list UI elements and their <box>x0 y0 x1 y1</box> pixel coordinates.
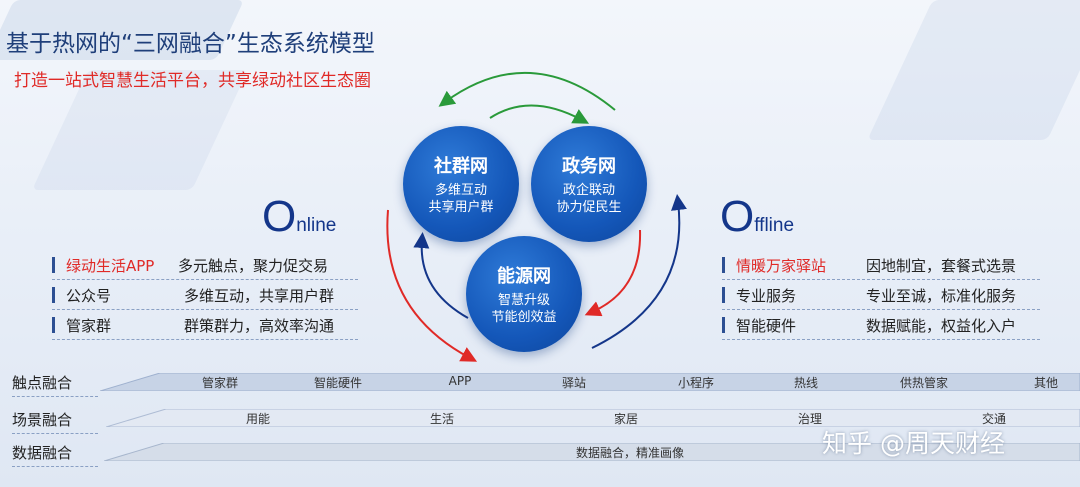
scene-item: 用能 <box>245 412 271 426</box>
offline-row-label: 专业服务 <box>736 287 797 305</box>
offline-row: 专业服务 专业至诚，标准化服务 <box>722 282 1040 310</box>
online-row: 管家群 群策群力，高效率沟通 <box>52 312 358 340</box>
online-row-label: 管家群 <box>66 317 112 335</box>
energy-network-line2: 节能创效益 <box>491 310 557 325</box>
row-marker <box>52 317 55 333</box>
inner-red-arrow <box>584 229 642 317</box>
row-divider <box>52 339 358 340</box>
social-network-title: 社群网 <box>434 156 488 177</box>
outer-navy-arrow <box>591 194 687 349</box>
social-network-line2: 共享用户群 <box>428 200 494 215</box>
outer-red-arrow <box>386 209 478 362</box>
layer-divider <box>12 433 98 434</box>
row-divider <box>52 279 358 280</box>
row-marker <box>722 287 725 303</box>
online-heading-rest: nline <box>296 215 337 236</box>
energy-network-circle: 能源网 智慧升级 节能创效益 <box>466 236 582 352</box>
layer-label-scene: 场景融合 <box>12 411 73 429</box>
row-divider <box>722 279 1040 280</box>
offline-row-label: 智能硬件 <box>736 317 797 335</box>
online-row-label: 公众号 <box>66 287 112 305</box>
page-subtitle: 打造一站式智慧生活平台，共享绿动社区生态圈 <box>14 71 371 91</box>
touchpoint-item: 智能硬件 <box>313 376 363 390</box>
offline-row-desc: 数据赋能，权益化入户 <box>866 317 1017 335</box>
energy-network-line1: 智慧升级 <box>497 293 550 308</box>
inner-navy-arrow <box>413 232 469 319</box>
touchpoint-item: 小程序 <box>677 376 715 390</box>
online-heading: Online <box>262 192 336 242</box>
row-divider <box>52 309 358 310</box>
gov-network-title: 政务网 <box>562 156 616 177</box>
layer-label-touchpoint: 触点融合 <box>12 374 73 392</box>
layer-divider <box>12 466 98 467</box>
layer-label-data: 数据融合 <box>12 444 73 462</box>
online-initial: O <box>262 192 297 241</box>
row-marker <box>722 317 725 333</box>
page-title: 基于热网的“三网融合”生态系统模型 <box>6 31 375 57</box>
row-marker <box>52 257 55 273</box>
touchpoint-item: 其他 <box>1033 376 1059 390</box>
row-marker <box>52 287 55 303</box>
row-divider <box>722 309 1040 310</box>
offline-row: 情暖万家驿站 因地制宜，套餐式选景 <box>722 252 1040 280</box>
data-band: 数据融合，精准画像 <box>104 443 1080 461</box>
offline-row-desc: 专业至诚，标准化服务 <box>866 287 1017 305</box>
gov-network-line1: 政企联动 <box>562 183 615 198</box>
gov-network-line2: 协力促民生 <box>556 200 622 215</box>
row-divider <box>722 339 1040 340</box>
scene-item: 交通 <box>981 412 1007 426</box>
data-item: 数据融合，精准画像 <box>575 446 685 460</box>
scene-item: 治理 <box>797 412 823 426</box>
inner-green-arrow <box>489 104 590 124</box>
scene-item: 生活 <box>429 412 455 426</box>
offline-row: 智能硬件 数据赋能，权益化入户 <box>722 312 1040 340</box>
online-row-label: 绿动生活APP <box>66 257 155 275</box>
touchpoint-item: APP <box>448 374 472 388</box>
online-row-desc: 多元触点，聚力促交易 <box>178 257 329 275</box>
layer-divider <box>12 396 98 397</box>
touchpoint-item: 驿站 <box>561 376 587 390</box>
gov-network-circle: 政务网 政企联动 协力促民生 <box>531 126 647 242</box>
offline-row-desc: 因地制宜，套餐式选景 <box>866 257 1017 275</box>
scene-item: 家居 <box>613 412 639 426</box>
social-network-line1: 多维互动 <box>434 183 487 198</box>
outer-green-arrow <box>438 71 616 111</box>
offline-heading: Offline <box>720 192 794 242</box>
online-row-desc: 多维互动，共享用户群 <box>184 287 335 305</box>
offline-row-label: 情暖万家驿站 <box>736 257 827 275</box>
online-row: 公众号 多维互动，共享用户群 <box>52 282 358 310</box>
touchpoint-band: 管家群 智能硬件 APP 驿站 小程序 热线 供热管家 其他 <box>100 373 1080 391</box>
watermark: 知乎 @周天财经 <box>822 429 1005 458</box>
online-row-desc: 群策群力，高效率沟通 <box>184 317 335 335</box>
offline-initial: O <box>720 192 755 241</box>
energy-network-title: 能源网 <box>497 266 551 287</box>
scene-band: 用能 生活 家居 治理 交通 <box>106 409 1080 427</box>
touchpoint-item: 供热管家 <box>899 376 949 390</box>
online-row: 绿动生活APP 多元触点，聚力促交易 <box>52 252 358 280</box>
touchpoint-item: 热线 <box>793 376 819 390</box>
offline-heading-rest: ffline <box>754 215 795 236</box>
row-marker <box>722 257 725 273</box>
touchpoint-item: 管家群 <box>201 376 239 390</box>
social-network-circle: 社群网 多维互动 共享用户群 <box>403 126 519 242</box>
